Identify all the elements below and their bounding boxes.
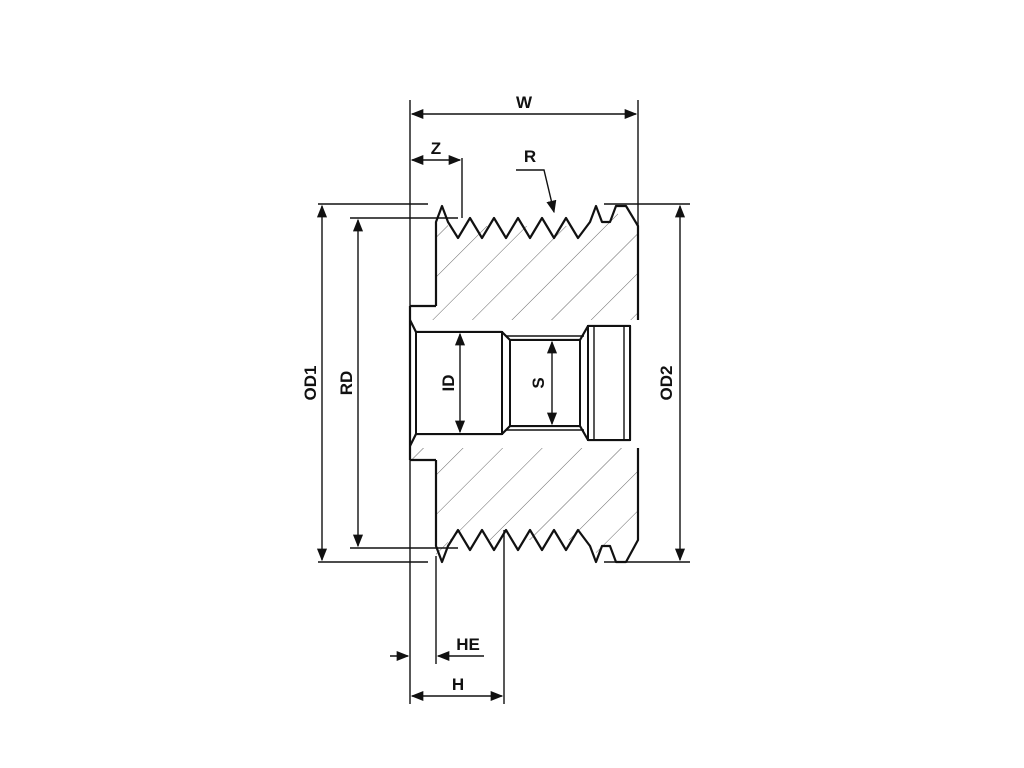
label-z: Z — [431, 139, 441, 158]
extension-lines — [318, 100, 690, 704]
bore-spline-section — [587, 325, 631, 441]
label-w: W — [516, 93, 533, 112]
label-od1: OD1 — [301, 366, 320, 401]
label-he: HE — [456, 635, 480, 654]
dimension-od1: OD1 — [301, 204, 328, 562]
pulley-body-hatched — [410, 212, 638, 556]
bore-id-section — [415, 331, 503, 435]
label-id: ID — [439, 375, 458, 392]
label-s: S — [529, 377, 548, 388]
dimension-w: W — [410, 93, 638, 120]
label-h: H — [452, 675, 464, 694]
label-rd: RD — [337, 371, 356, 396]
label-r: R — [524, 147, 536, 166]
dimension-he: HE — [390, 635, 484, 662]
label-od2: OD2 — [657, 366, 676, 401]
dimension-s: S — [529, 340, 558, 426]
dimension-id: ID — [439, 332, 466, 434]
dimension-r: R — [516, 147, 557, 214]
pulley-section — [408, 204, 640, 564]
dimension-z: Z — [410, 139, 462, 166]
dimension-rd: RD — [337, 218, 364, 548]
upper-groove-profile — [434, 204, 640, 320]
dimension-h: H — [410, 675, 504, 702]
bore-s-section — [509, 339, 581, 427]
dimension-od2: OD2 — [657, 204, 686, 562]
lower-groove-profile — [434, 448, 640, 564]
